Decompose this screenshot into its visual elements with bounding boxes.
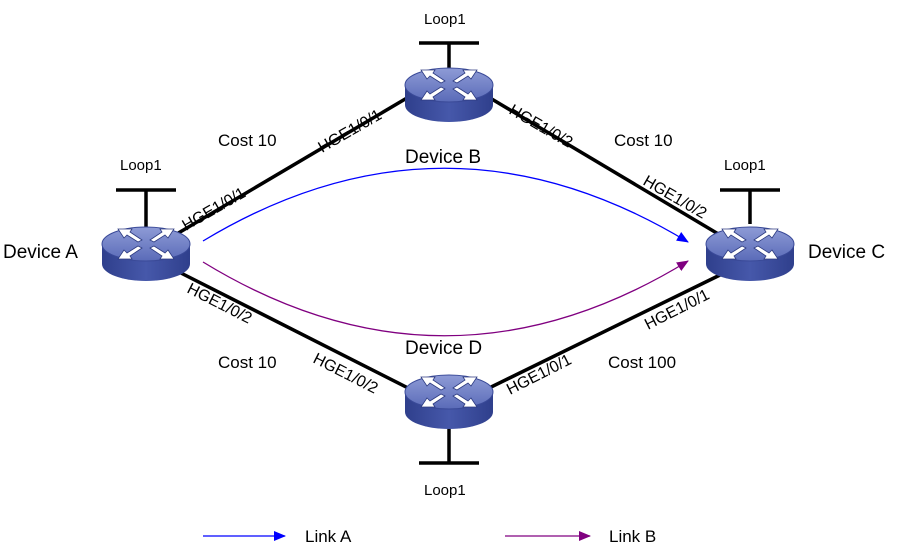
legend-link-a-label: Link A — [305, 527, 352, 546]
legend: Link A Link B — [203, 527, 656, 546]
device-a-label: Device A — [3, 242, 78, 263]
cost-dc-label: Cost 100 — [608, 353, 676, 372]
cables — [174, 93, 721, 392]
link-a-path — [202, 167, 689, 243]
cost-ad-label: Cost 10 — [218, 353, 277, 372]
cable-d-c — [484, 273, 721, 392]
router-icon — [101, 226, 191, 282]
port-b-bc: HGE1/0/2 — [506, 102, 575, 152]
port-b-ab: HGE1/0/1 — [316, 107, 385, 157]
legend-link-b-label: Link B — [609, 527, 656, 546]
cable-a-b — [174, 93, 413, 237]
cable-b-c — [484, 93, 721, 237]
port-a-ab: HGE1/0/1 — [180, 185, 249, 235]
router-icon — [404, 374, 494, 430]
device-b-label: Device B — [405, 147, 481, 168]
link-b-path — [202, 260, 689, 337]
cost-ab-label: Cost 10 — [218, 131, 277, 150]
port-c-bc: HGE1/0/2 — [640, 173, 709, 223]
device-d-label: Device D — [405, 338, 482, 359]
cost-bc-label: Cost 10 — [614, 131, 673, 150]
cable-a-d — [174, 268, 413, 392]
loop-b-label: Loop1 — [424, 11, 466, 28]
loop-d-label: Loop1 — [424, 482, 466, 499]
router-icon — [705, 226, 795, 282]
device-c-label: Device C — [808, 242, 885, 263]
router-icon — [404, 67, 494, 123]
loop-a-label: Loop1 — [120, 157, 162, 174]
port-c-dc: HGE1/0/1 — [642, 286, 712, 333]
loop-c-label: Loop1 — [724, 157, 766, 174]
